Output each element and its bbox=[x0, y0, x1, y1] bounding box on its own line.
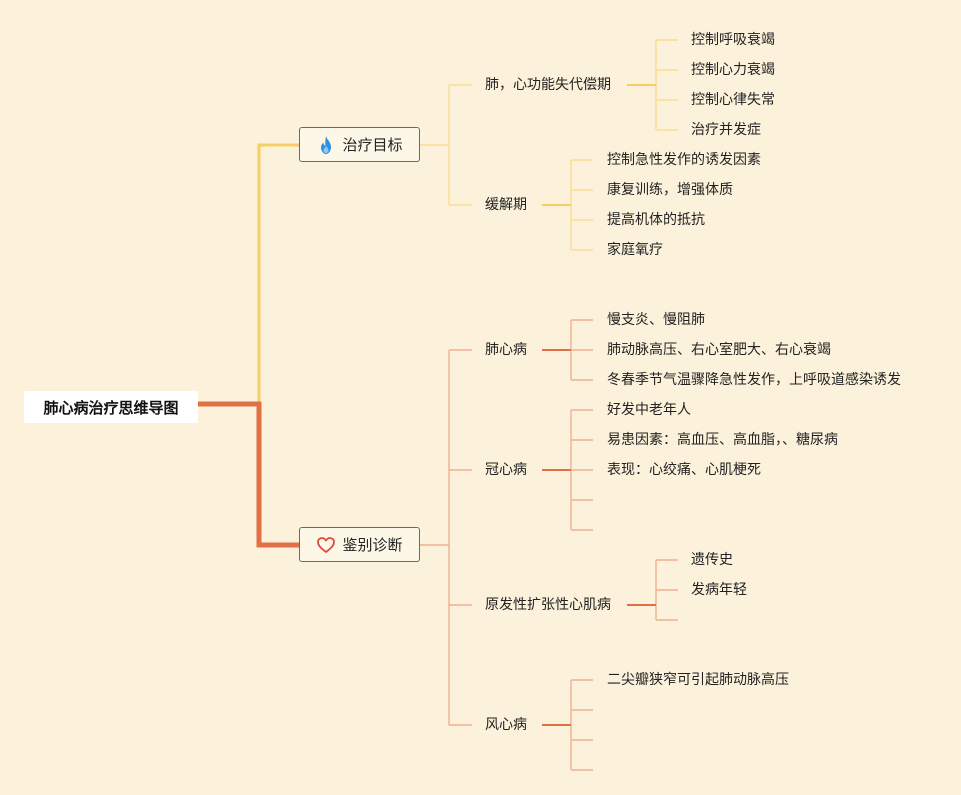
topic-decompensation[interactable]: 肺，心功能失代偿期 bbox=[485, 77, 611, 93]
leaf-item[interactable]: 表现：心绞痛、心肌梗死 bbox=[607, 462, 761, 478]
connector-root-to-treatment-goal bbox=[198, 143, 299, 406]
leaf-item[interactable]: 控制急性发作的诱发因素 bbox=[607, 152, 761, 168]
root-node[interactable]: 肺心病治疗思维导图 bbox=[24, 391, 198, 423]
leaf-item[interactable]: 好发中老年人 bbox=[607, 402, 691, 418]
topic-remission[interactable]: 缓解期 bbox=[485, 197, 527, 213]
topic-rheumatic-heart-disease[interactable]: 风心病 bbox=[485, 717, 527, 733]
branch-label: 鉴别诊断 bbox=[342, 536, 403, 554]
leaf-item[interactable]: 易患因素：高血压、高血脂，、糖尿病 bbox=[607, 432, 838, 448]
branch-treatment-goal[interactable]: 治疗目标 bbox=[299, 127, 420, 162]
branch-label: 治疗目标 bbox=[342, 136, 403, 154]
topic-cor-pulmonale[interactable]: 肺心病 bbox=[485, 342, 527, 358]
leaf-item[interactable]: 控制呼吸衰竭 bbox=[691, 32, 775, 48]
leaf-item[interactable]: 发病年轻 bbox=[691, 582, 747, 598]
leaf-item[interactable]: 治疗并发症 bbox=[691, 122, 761, 138]
topic-dilated-cardiomyopathy[interactable]: 原发性扩张性心肌病 bbox=[485, 597, 611, 613]
branch-differential-diagnosis[interactable]: 鉴别诊断 bbox=[299, 527, 420, 562]
leaf-item[interactable]: 控制心律失常 bbox=[691, 92, 775, 108]
leaf-item[interactable]: 康复训练，增强体质 bbox=[607, 182, 733, 198]
leaf-item[interactable]: 遗传史 bbox=[691, 552, 733, 568]
leaf-item[interactable]: 冬春季节气温骤降急性发作，上呼吸道感染诱发 bbox=[607, 372, 901, 388]
leaf-item[interactable]: 控制心力衰竭 bbox=[691, 62, 775, 78]
leaf-item[interactable]: 肺动脉高压、右心室肥大、右心衰竭 bbox=[607, 342, 831, 358]
leaf-item[interactable]: 二尖瓣狭窄可引起肺动脉高压 bbox=[607, 672, 789, 688]
connectors-treatment-goal-thick bbox=[542, 84, 656, 206]
connectors-differential-diagnosis-thick bbox=[542, 349, 656, 726]
heart-icon bbox=[316, 535, 336, 555]
root-label: 肺心病治疗思维导图 bbox=[43, 398, 179, 417]
leaf-item[interactable]: 慢支炎、慢阻肺 bbox=[607, 312, 705, 328]
topic-coronary-heart-disease[interactable]: 冠心病 bbox=[485, 462, 527, 478]
fire-icon bbox=[316, 135, 336, 155]
leaf-item[interactable]: 提高机体的抵抗 bbox=[607, 212, 705, 228]
leaf-item[interactable]: 家庭氧疗 bbox=[607, 242, 663, 258]
connector-root-to-differential-diagnosis bbox=[198, 401, 299, 548]
